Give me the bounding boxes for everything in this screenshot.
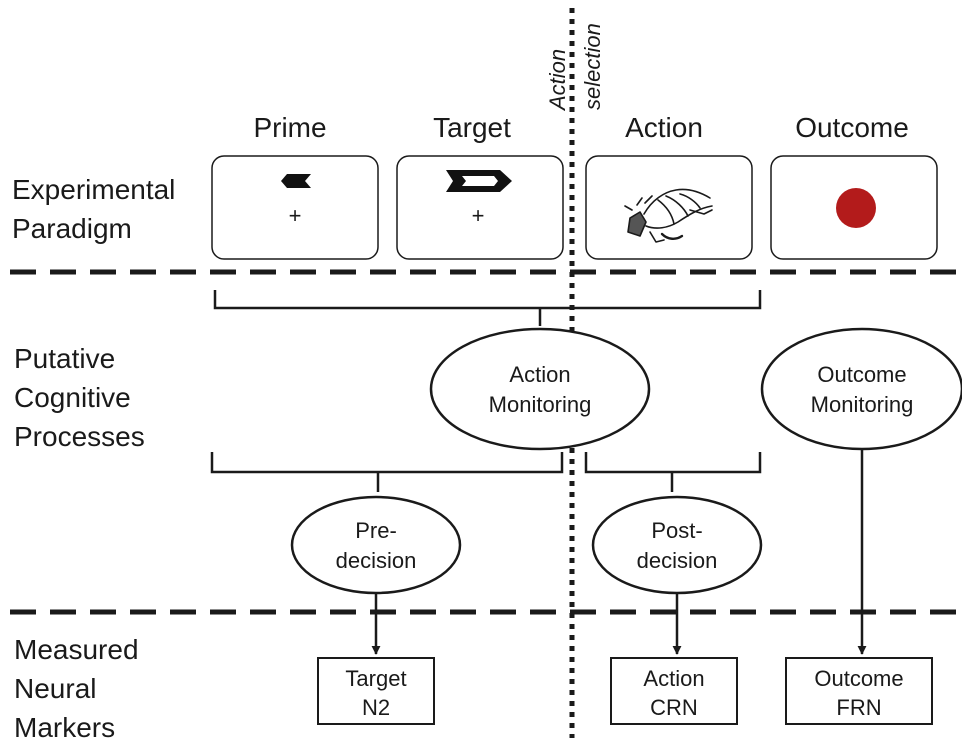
right-arrow-icon [446, 170, 512, 192]
hand-pressing-button-icon [624, 188, 713, 243]
marker-outcome-frn-line2: FRN [836, 695, 881, 720]
marker-action-crn-line1: Action [643, 666, 704, 691]
stage-title-outcome: Outcome [795, 112, 909, 143]
marker-target-n2-line1: Target [345, 666, 406, 691]
red-dot-icon [836, 188, 876, 228]
row-label-paradigm: Experimental Paradigm [12, 174, 175, 244]
bracket-pre-decision [210, 452, 564, 492]
node-outcome-monitoring-line2: Monitoring [811, 392, 914, 417]
action-selection-label-line1: Action [545, 49, 570, 112]
row-label-markers: Measured Neural Markers [14, 634, 139, 738]
marker-target-n2-line2: N2 [362, 695, 390, 720]
marker-outcome-frn-line1: Outcome [814, 666, 903, 691]
marker-target-n2: Target N2 [317, 657, 435, 725]
row-label-processes-line2: Cognitive [14, 382, 131, 413]
node-action-monitoring: Action Monitoring [429, 327, 651, 451]
bracket-trial [213, 290, 762, 326]
row-label-paradigm-line2: Paradigm [12, 213, 132, 244]
node-outcome-monitoring: Outcome Monitoring [760, 327, 962, 451]
row-label-markers-line1: Measured [14, 634, 139, 665]
stage-box-action [585, 155, 753, 260]
node-action-monitoring-line1: Action [509, 362, 570, 387]
node-post-decision-line1: Post- [651, 518, 702, 543]
node-post-decision: Post- decision [591, 495, 763, 595]
row-label-processes: Putative Cognitive Processes [14, 343, 145, 452]
node-post-decision-line2: decision [637, 548, 718, 573]
node-pre-decision-line1: Pre- [355, 518, 397, 543]
stage-box-target: + [396, 155, 564, 260]
stage-box-prime: + [211, 155, 379, 260]
stage-title-target: Target [433, 112, 511, 143]
marker-action-crn: Action CRN [610, 657, 738, 725]
action-selection-label-line2: selection [580, 23, 605, 110]
stage-title-action: Action [625, 112, 703, 143]
marker-outcome-frn: Outcome FRN [785, 657, 933, 725]
node-action-monitoring-line2: Monitoring [489, 392, 592, 417]
fixation-cross-target: + [472, 203, 485, 228]
row-label-markers-line2: Neural [14, 673, 96, 704]
node-pre-decision-line2: decision [336, 548, 417, 573]
marker-action-crn-line2: CRN [650, 695, 698, 720]
row-label-processes-line1: Putative [14, 343, 115, 374]
row-label-markers-line3: Markers [14, 712, 115, 738]
fixation-cross-prime: + [289, 203, 302, 228]
node-outcome-monitoring-line1: Outcome [817, 362, 906, 387]
stage-box-outcome [770, 155, 938, 260]
node-pre-decision: Pre- decision [290, 495, 462, 595]
row-label-processes-line3: Processes [14, 421, 145, 452]
left-arrow-icon [281, 174, 311, 188]
stage-title-prime: Prime [253, 112, 326, 143]
row-label-paradigm-line1: Experimental [12, 174, 175, 205]
bracket-post-decision [584, 452, 762, 492]
